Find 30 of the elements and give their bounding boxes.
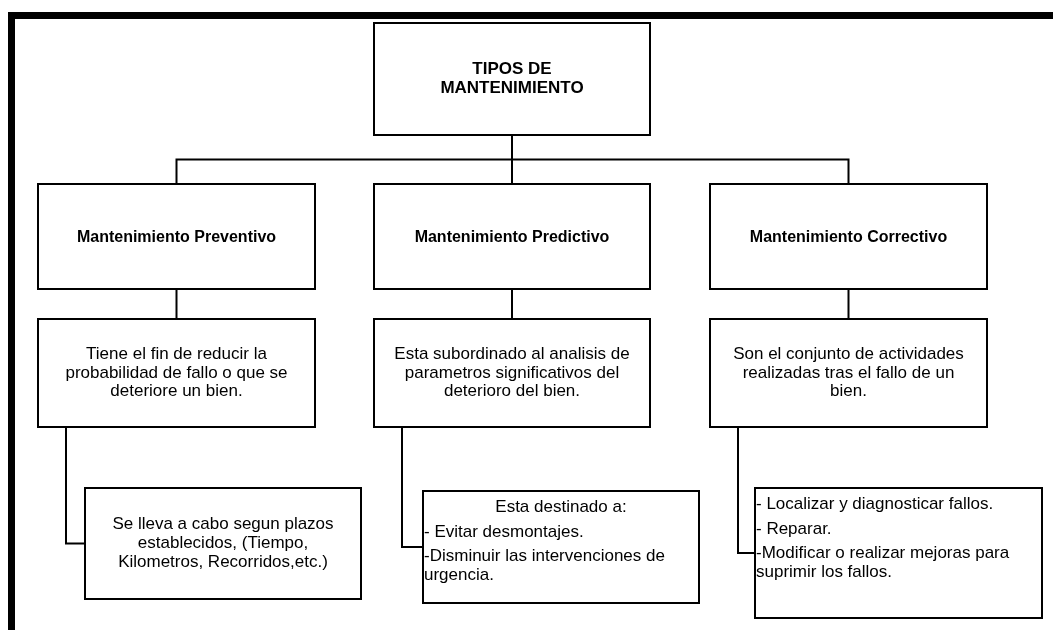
list-item-text: - Localizar y diagnosticar fallos. bbox=[756, 495, 994, 514]
list-item-text: -Disminuir las intervenciones de urgencia. bbox=[424, 547, 666, 585]
description-text: Se lleva a cabo segun plazos establecidos, (Tiempo, Kilometros, Recorridos,etc.) bbox=[111, 515, 335, 572]
text-box bbox=[754, 487, 1043, 619]
connector-line bbox=[847, 289, 850, 319]
connector-line bbox=[65, 427, 85, 545]
list-item-text: Esta destinado a: bbox=[495, 498, 627, 517]
text-box bbox=[373, 22, 651, 136]
text-box bbox=[709, 183, 988, 290]
connector-line bbox=[175, 289, 178, 319]
connector-line bbox=[401, 427, 423, 548]
text-box bbox=[37, 183, 316, 290]
description-text: Tiene el fin de reducir la probabilidad de fallo o que se deteriore un bien. bbox=[64, 344, 289, 402]
list-item-text: - Reparar. bbox=[756, 519, 832, 539]
heading-text: Mantenimiento Preventivo bbox=[76, 226, 277, 247]
description-text: Son el conjunto de actividades realizadas tras el fallo de un bien. bbox=[732, 344, 965, 402]
heading-text: Mantenimiento Predictivo bbox=[414, 226, 610, 247]
text-box bbox=[373, 183, 651, 290]
text-box bbox=[709, 318, 988, 428]
text-box bbox=[373, 318, 651, 428]
description-text: Esta subordinado al analisis de parametros significativos del deterioro del bien. bbox=[393, 344, 631, 402]
text-box bbox=[422, 490, 700, 604]
list-item-text: -Modificar o realizar mejoras para suprimir los fallos. bbox=[756, 544, 1011, 582]
title-text: TIPOS DE MANTENIMIENTO bbox=[439, 60, 585, 98]
text-box bbox=[37, 318, 316, 428]
connector-line bbox=[737, 427, 755, 554]
connector-line bbox=[511, 289, 513, 319]
list-item-text: - Evitar desmontajes. bbox=[424, 522, 584, 542]
heading-text: Mantenimiento Correctivo bbox=[749, 226, 948, 247]
text-box bbox=[84, 487, 362, 600]
